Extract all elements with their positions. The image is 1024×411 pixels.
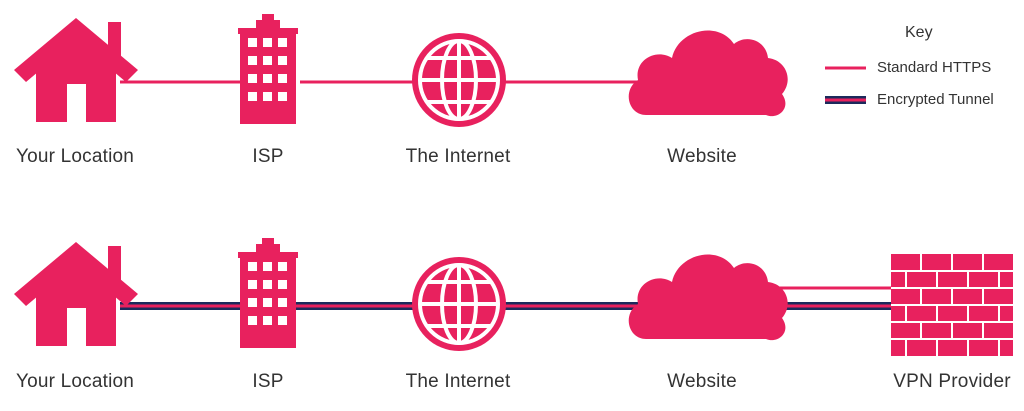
row2-label-the-internet: The Internet — [405, 371, 511, 392]
row1-label-your-location: Your Location — [15, 146, 135, 167]
row2-nodes — [14, 238, 1014, 357]
house-icon — [14, 242, 138, 346]
row2-tunnel-house-to-cloud-core — [120, 304, 650, 308]
row1-nodes — [14, 14, 788, 129]
row2-label-website: Website — [667, 371, 737, 392]
row1-label-website: Website — [667, 146, 737, 167]
row2-tunnel-cloud-to-vpn-core — [770, 304, 895, 308]
globe-icon — [410, 31, 508, 129]
row2-tunnel-lines — [120, 286, 895, 310]
legend-item-standard-https: Standard HTTPS — [877, 59, 992, 76]
key-swatches — [825, 66, 866, 104]
building-icon — [238, 238, 298, 348]
row1-label-isp: ISP — [252, 146, 284, 167]
row1-label-the-internet: The Internet — [405, 146, 511, 167]
row2-label-your-location: Your Location — [15, 371, 135, 392]
legend-title: Key — [905, 24, 933, 41]
globe-icon — [410, 255, 508, 353]
legend-item-encrypted-tunnel: Encrypted Tunnel — [877, 91, 994, 108]
building-icon — [238, 14, 298, 124]
row2-label-vpn-provider: VPN Provider — [893, 371, 1011, 392]
key-swatch-encrypted-tunnel-core — [825, 98, 866, 102]
house-icon — [14, 18, 138, 122]
cloud-icon — [628, 254, 788, 341]
cloud-icon — [628, 30, 788, 117]
row2-label-isp: ISP — [252, 371, 284, 392]
brick-wall-icon — [890, 253, 1014, 357]
